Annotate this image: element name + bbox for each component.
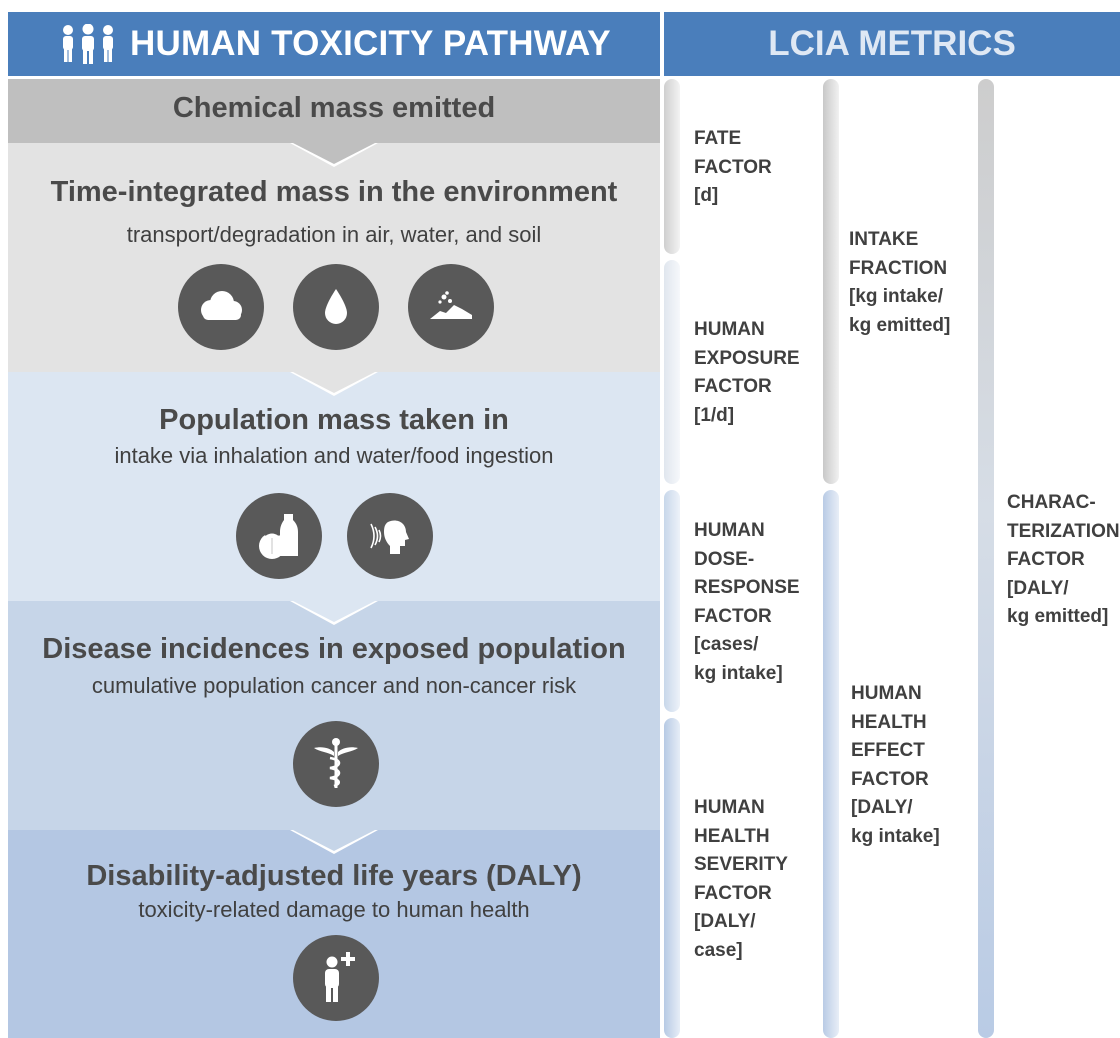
stage-title: Disease incidences in exposed population [42, 633, 626, 665]
dose-response-bracket [664, 490, 680, 712]
stage-subtitle: cumulative population cancer and non-can… [91, 673, 577, 698]
water-drop-icon [293, 264, 379, 350]
stage-subtitle: toxicity-related damage to human health [138, 897, 530, 922]
pathway-title: HUMAN TOXICITY PATHWAY [130, 24, 611, 63]
cloud-icon [178, 264, 264, 350]
chevron-arrow [293, 830, 375, 851]
metrics-title: LCIA METRICS [768, 24, 1016, 63]
stage-title: Population mass taken in [159, 404, 509, 436]
chevron-arrow [293, 372, 375, 393]
severity-factor-label: HUMAN HEALTH SEVERITY FACTOR [DALY/ case… [694, 797, 788, 961]
dose-response-factor-label: HUMAN DOSE- RESPONSE FACTOR [cases/ kg i… [694, 520, 800, 684]
stage-subtitle: intake via inhalation and water/food ing… [114, 443, 554, 468]
people-icon [60, 24, 116, 64]
stage-chemical-mass [8, 79, 660, 143]
fate-factor-label: FATE FACTOR [d] [694, 128, 772, 207]
stage-title: Chemical mass emitted [172, 92, 496, 124]
stage-subtitle: transport/degradation in air, water, and… [126, 222, 542, 247]
effect-factor-label: HUMAN HEALTH EFFECT FACTOR [DALY/ kg int… [851, 683, 940, 847]
person-plus-icon [293, 935, 379, 1021]
stage-intake [8, 372, 660, 601]
effect-bracket [823, 490, 839, 1038]
exposure-factor-label: HUMAN EXPOSURE FACTOR [1/d] [694, 319, 800, 426]
stage-title: Disability-adjusted life years (DALY) [86, 860, 582, 892]
metrics-header: LCIA METRICS [664, 12, 1120, 76]
inhalation-icon [347, 493, 433, 579]
characterization-factor-label: CHARAC- TERIZATION FACTOR [DALY/ kg emit… [1007, 492, 1120, 628]
caduceus-icon [293, 721, 379, 807]
chevron-arrow [293, 601, 375, 622]
exposure-bracket [664, 260, 680, 484]
soil-icon [408, 264, 494, 350]
pathway-header: HUMAN TOXICITY PATHWAY [8, 12, 660, 76]
stage-title: Time-integrated mass in the environment [50, 176, 618, 208]
severity-bracket [664, 718, 680, 1038]
intake-fraction-bracket [823, 79, 839, 484]
fate-bracket [664, 79, 680, 254]
chevron-arrow [293, 143, 375, 164]
intake-fraction-label: INTAKE FRACTION [kg intake/ kg emitted] [849, 229, 951, 336]
characterization-bracket [978, 79, 994, 1038]
food-drink-icon [236, 493, 322, 579]
